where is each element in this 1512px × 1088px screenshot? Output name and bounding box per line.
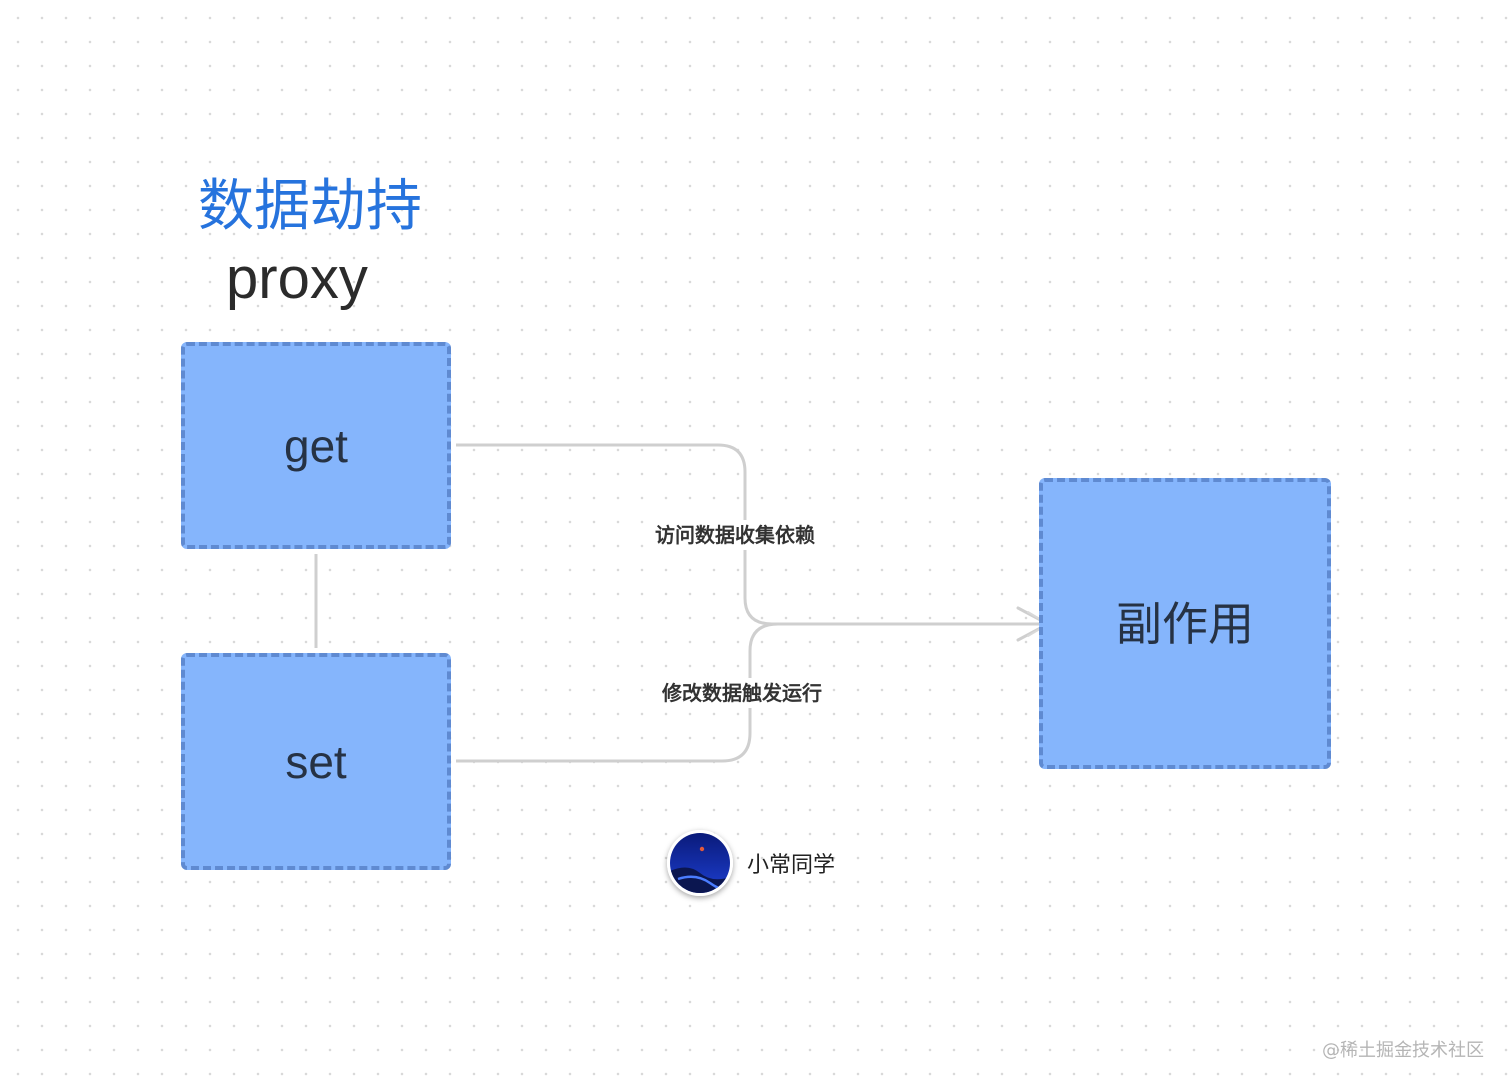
author-name: 小常同学 <box>747 853 836 878</box>
diagram-subtitle: proxy <box>226 246 368 311</box>
get-edge-label: 访问数据收集依赖 <box>651 520 819 550</box>
set-node-label: set <box>285 735 347 788</box>
avatar <box>667 830 733 896</box>
watermark: @稀土掘金技术社区 <box>1322 1040 1484 1061</box>
night-landscape-icon <box>670 833 730 893</box>
set-to-effect-connector <box>456 622 779 763</box>
diagram-title: 数据劫持 <box>198 174 422 239</box>
set-edge-label: 修改数据触发运行 <box>658 678 826 708</box>
author-badge: 小常同学 <box>667 830 835 896</box>
side-effect-node-label: 副作用 <box>1116 596 1254 651</box>
set-node[interactable]: set <box>181 653 451 870</box>
get-node[interactable]: get <box>181 342 451 549</box>
get-node-label: get <box>284 419 348 472</box>
side-effect-node[interactable]: 副作用 <box>1039 478 1331 769</box>
